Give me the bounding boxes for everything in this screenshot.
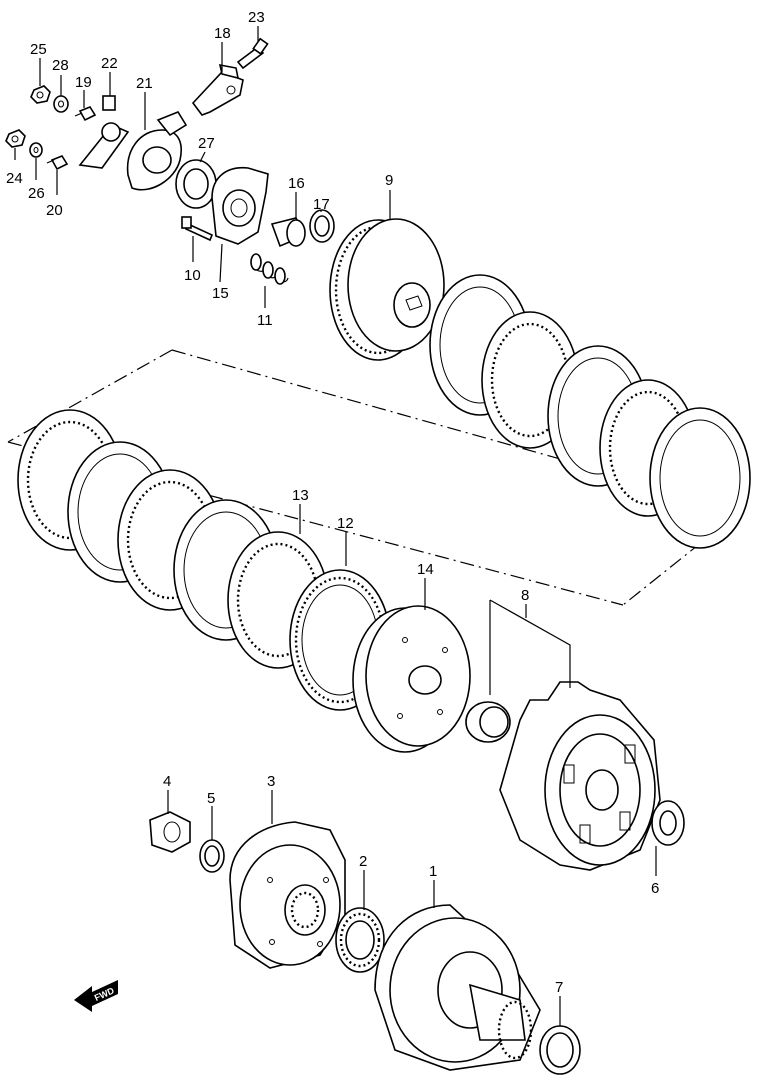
plates-row-left [17,409,279,641]
label-10: 10 [184,267,201,284]
label-4: 4 [163,773,171,790]
part-3-primary-drive [229,821,346,969]
fwd-label: FWD [93,985,116,1003]
part-6-thrust-washer [651,800,685,846]
part-24-nut [5,129,26,148]
label-9: 9 [385,172,393,189]
callout-labels: 25 28 19 22 21 18 23 24 26 20 27 10 15 1… [6,9,659,996]
part-25-nut [30,85,51,104]
label-22: 22 [101,55,118,72]
label-25: 25 [30,41,47,58]
label-17: 17 [313,196,330,213]
label-15: 15 [212,285,229,302]
label-20: 20 [46,202,63,219]
part-4-nut [149,811,191,853]
label-27: 27 [198,135,215,152]
part-11-spring [250,253,289,285]
label-11: 11 [257,312,273,329]
part-9-sleeve-hub [329,218,445,361]
part-18-release-lever [191,63,244,116]
part-19-screw [74,106,97,122]
label-8: 8 [521,587,529,604]
plate-group-bracket [7,349,743,606]
label-24: 24 [6,170,23,187]
label-14: 14 [417,561,434,578]
part-21-release-cam [126,111,188,191]
label-21: 21 [136,75,153,92]
part-14-drum-cover [352,605,471,753]
part-15-pressure-plate [211,167,269,245]
part-28-washer [53,95,69,113]
label-16: 16 [288,175,305,192]
label-23: 23 [248,9,265,26]
leader-lines [14,26,657,1026]
part-7-washer [539,1025,581,1075]
part-27-bearing [175,159,217,209]
part-22-cable-adjuster [78,95,130,169]
label-18: 18 [214,25,231,42]
label-3: 3 [267,773,275,790]
part-16-collar [270,217,306,248]
plates-row-right [429,274,751,549]
label-26: 26 [28,185,45,202]
part-1-clutch-shoe [374,904,541,1071]
label-28: 28 [52,57,69,74]
part-23-bolt [236,37,269,70]
label-2: 2 [359,853,367,870]
label-19: 19 [75,74,92,91]
part-8-clutch-housing [465,681,661,871]
part-26-washer [29,142,43,158]
part-10-bolt [181,216,214,242]
label-5: 5 [207,790,215,807]
label-13: 13 [292,487,309,504]
part-5-washer [199,839,225,873]
part-2-one-way-bearing [335,907,385,973]
part-17-washer [309,209,335,243]
label-7: 7 [555,979,563,996]
part-20-screw [46,155,69,171]
label-1: 1 [429,863,437,880]
fwd-arrow-icon: FWD [74,980,118,1012]
label-6: 6 [651,880,659,897]
label-12: 12 [337,515,354,532]
